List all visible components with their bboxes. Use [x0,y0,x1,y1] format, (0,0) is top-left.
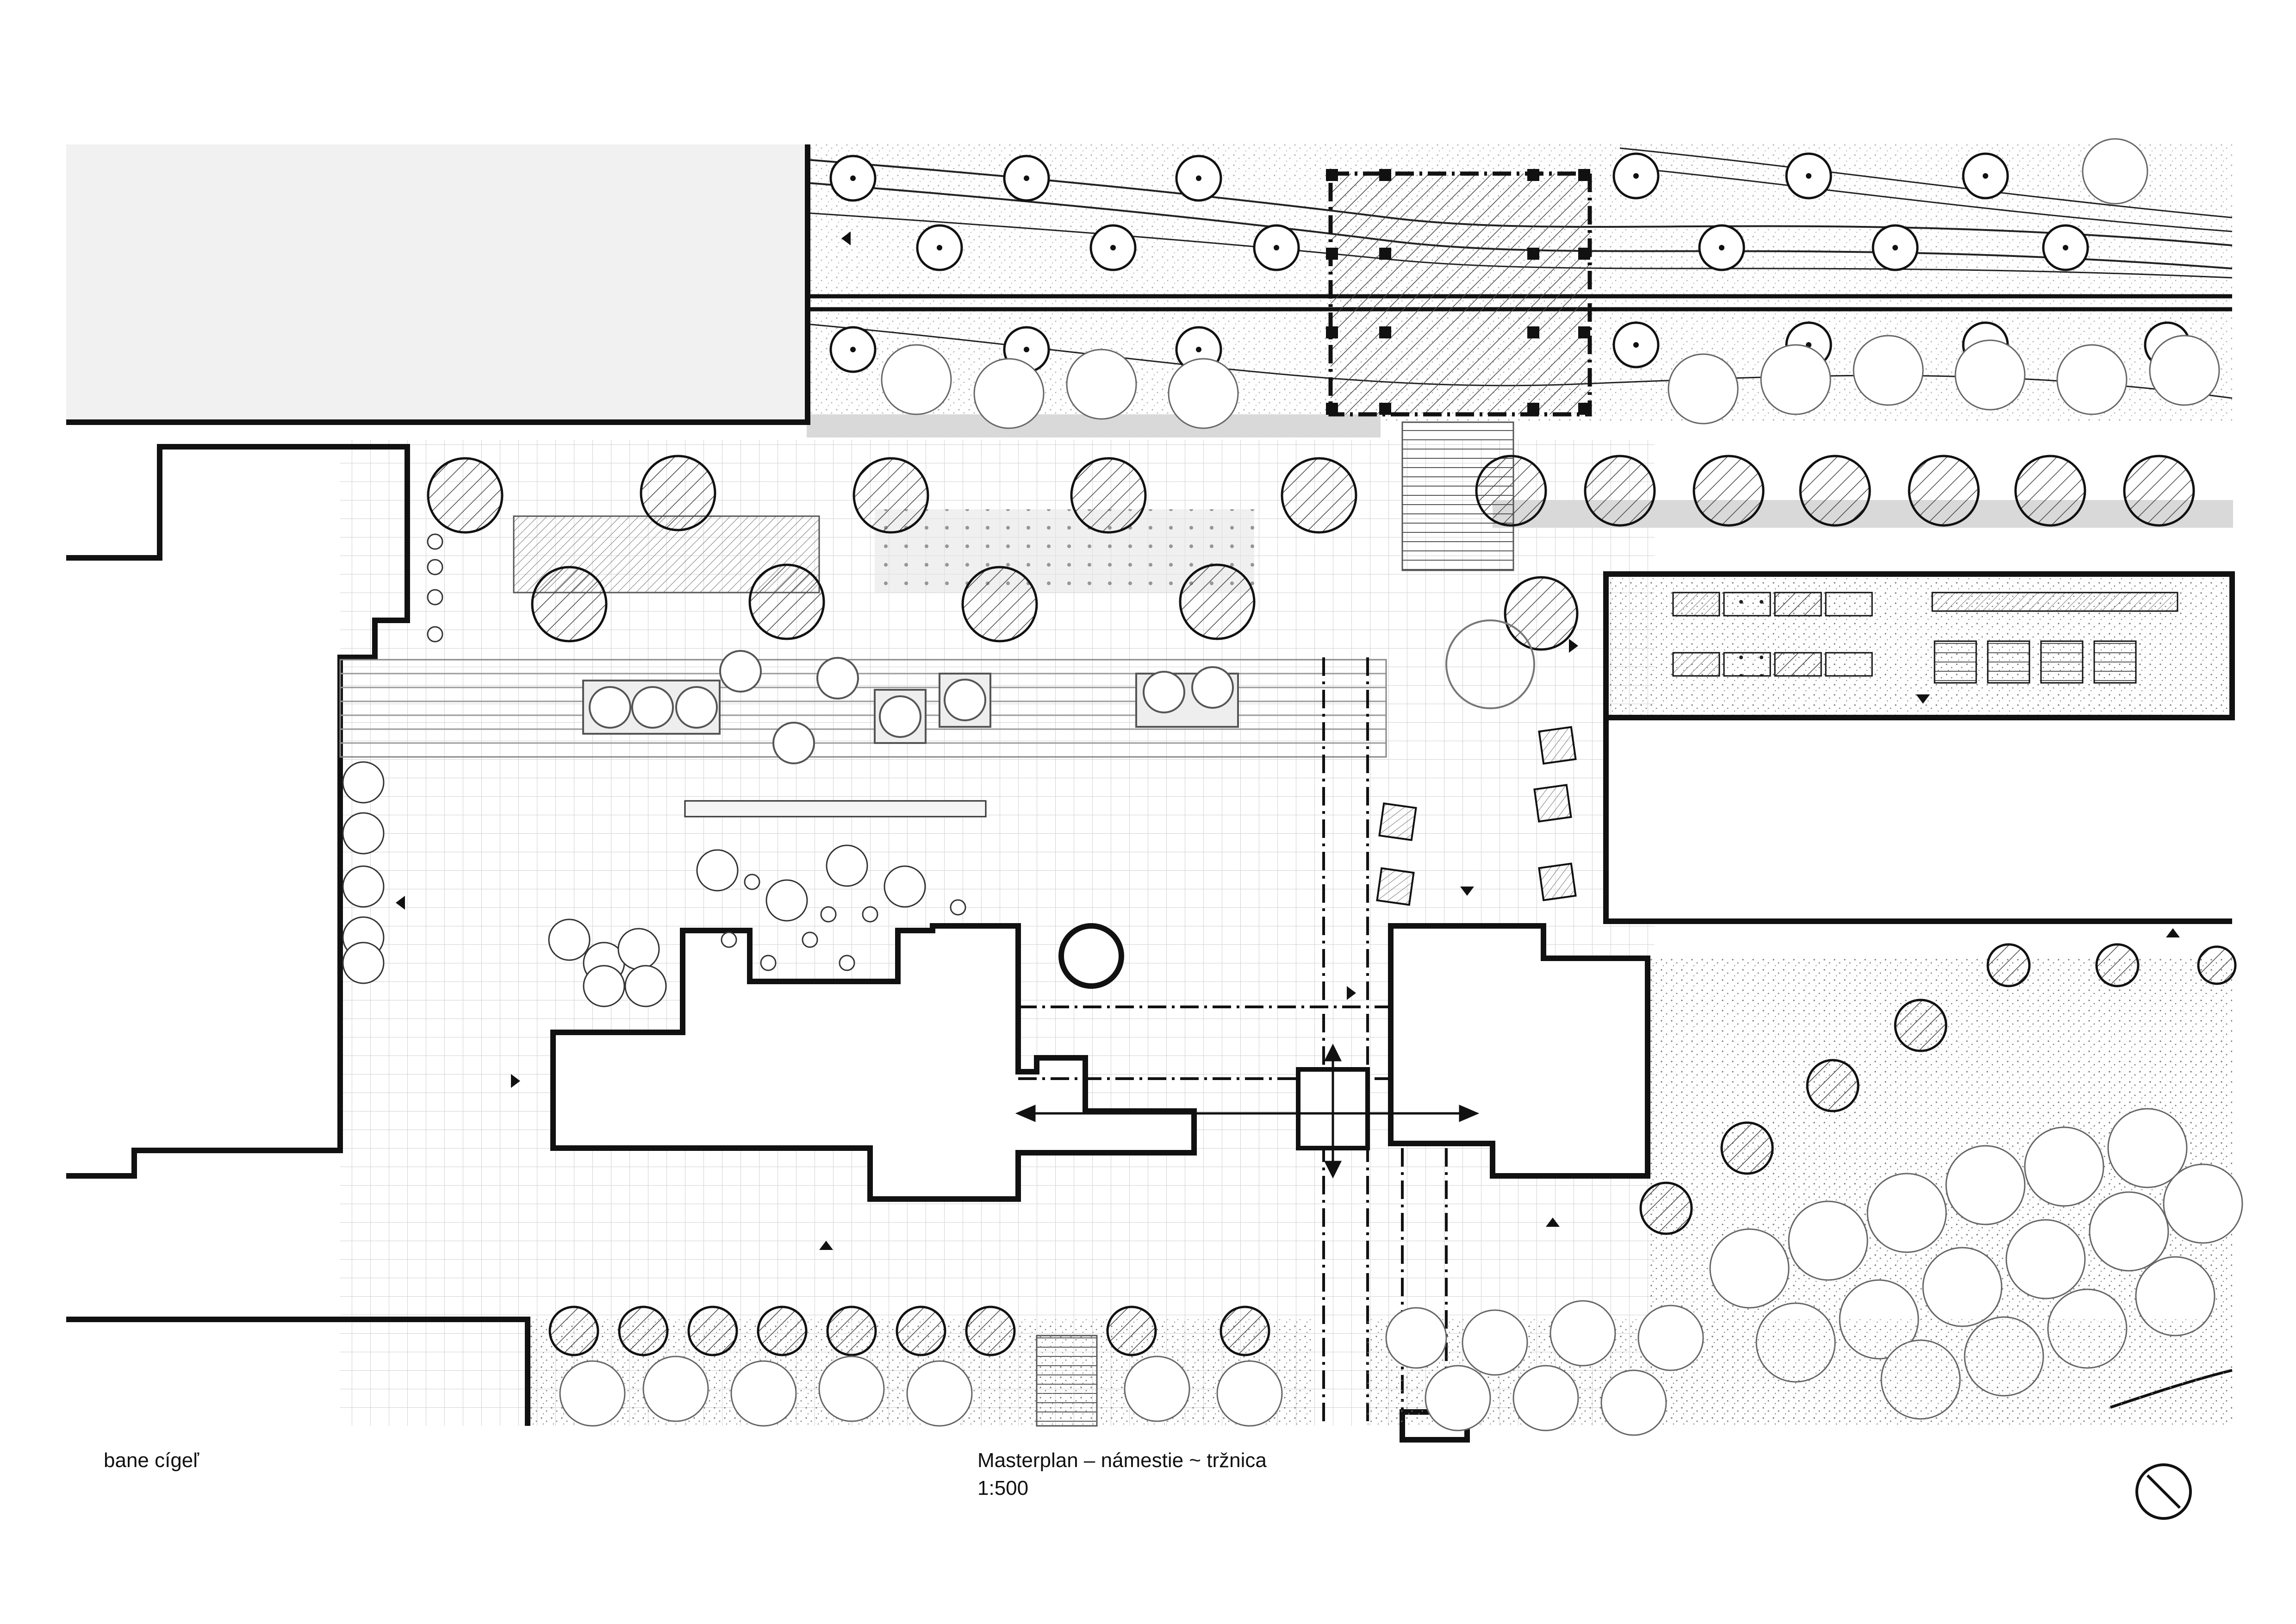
tree-canopy-icon [2123,455,2195,527]
plan-title: Masterplan – námestie ~ tržnica [977,1449,1267,1472]
tree-canopy-icon [640,455,716,531]
tree-canopy-icon [427,457,504,534]
round-kiosk [1058,923,1124,989]
triangle-marker-icon [1546,1218,1560,1227]
square-kiosks [1376,726,1577,906]
tree-canopy-icon [852,457,929,534]
tree-canopy-icon [748,563,825,640]
building-east-block [1388,923,1650,1179]
building-northeast-lower [1603,715,2232,924]
tree-canopy-icon [1584,455,1656,527]
triangle-marker-icon [511,1074,520,1088]
south-planting [528,1300,2232,1436]
triangle-marker-icon [841,231,851,245]
triangle-marker-icon [2166,928,2180,937]
tree-canopy-icon [2014,455,2086,527]
round-seating [1445,619,1535,709]
overpass-columns [1326,169,1590,415]
plan-scale: 1:500 [977,1477,1029,1499]
tree-canopy-icon [961,566,1038,643]
triangle-marker-icon [396,896,405,910]
north-arrow-icon [2135,1463,2192,1520]
tree-canopy-icon [1179,563,1256,640]
tree-canopy-icon [1070,457,1147,534]
author-name: bane cígeľ [104,1449,199,1472]
square-trees [427,455,2195,651]
overpass-structure [1328,171,1592,417]
passage-arrows [1015,1043,1480,1179]
street-tree-centers [850,173,2170,352]
triangle-marker-icon [1916,694,1930,704]
building-market-hall [550,923,1197,1202]
building-west-block [66,444,410,1179]
tree-canopy-icon [1475,455,1547,527]
building-northwest-outline [66,144,810,425]
triangle-marker-icon [1347,986,1356,1000]
market-beds [1672,592,2178,684]
triangle-marker-icon [1569,639,1578,653]
tree-canopy-icon [1504,576,1579,651]
triangle-marker-icon [1460,887,1474,896]
tree-canopy-icon [1692,455,1765,527]
cafe-tables [342,761,987,1007]
tree-canopy-icon [1281,457,1357,534]
planter-umbrellas [582,650,1239,764]
grey-background-block [66,144,807,422]
small-tables [427,533,966,971]
entrance-markers [396,231,2180,1250]
triangle-marker-icon [819,1241,833,1250]
tree-canopy-icon [1799,455,1871,527]
tree-canopy-icon [531,566,608,643]
tree-canopy-icon [1908,455,1980,527]
